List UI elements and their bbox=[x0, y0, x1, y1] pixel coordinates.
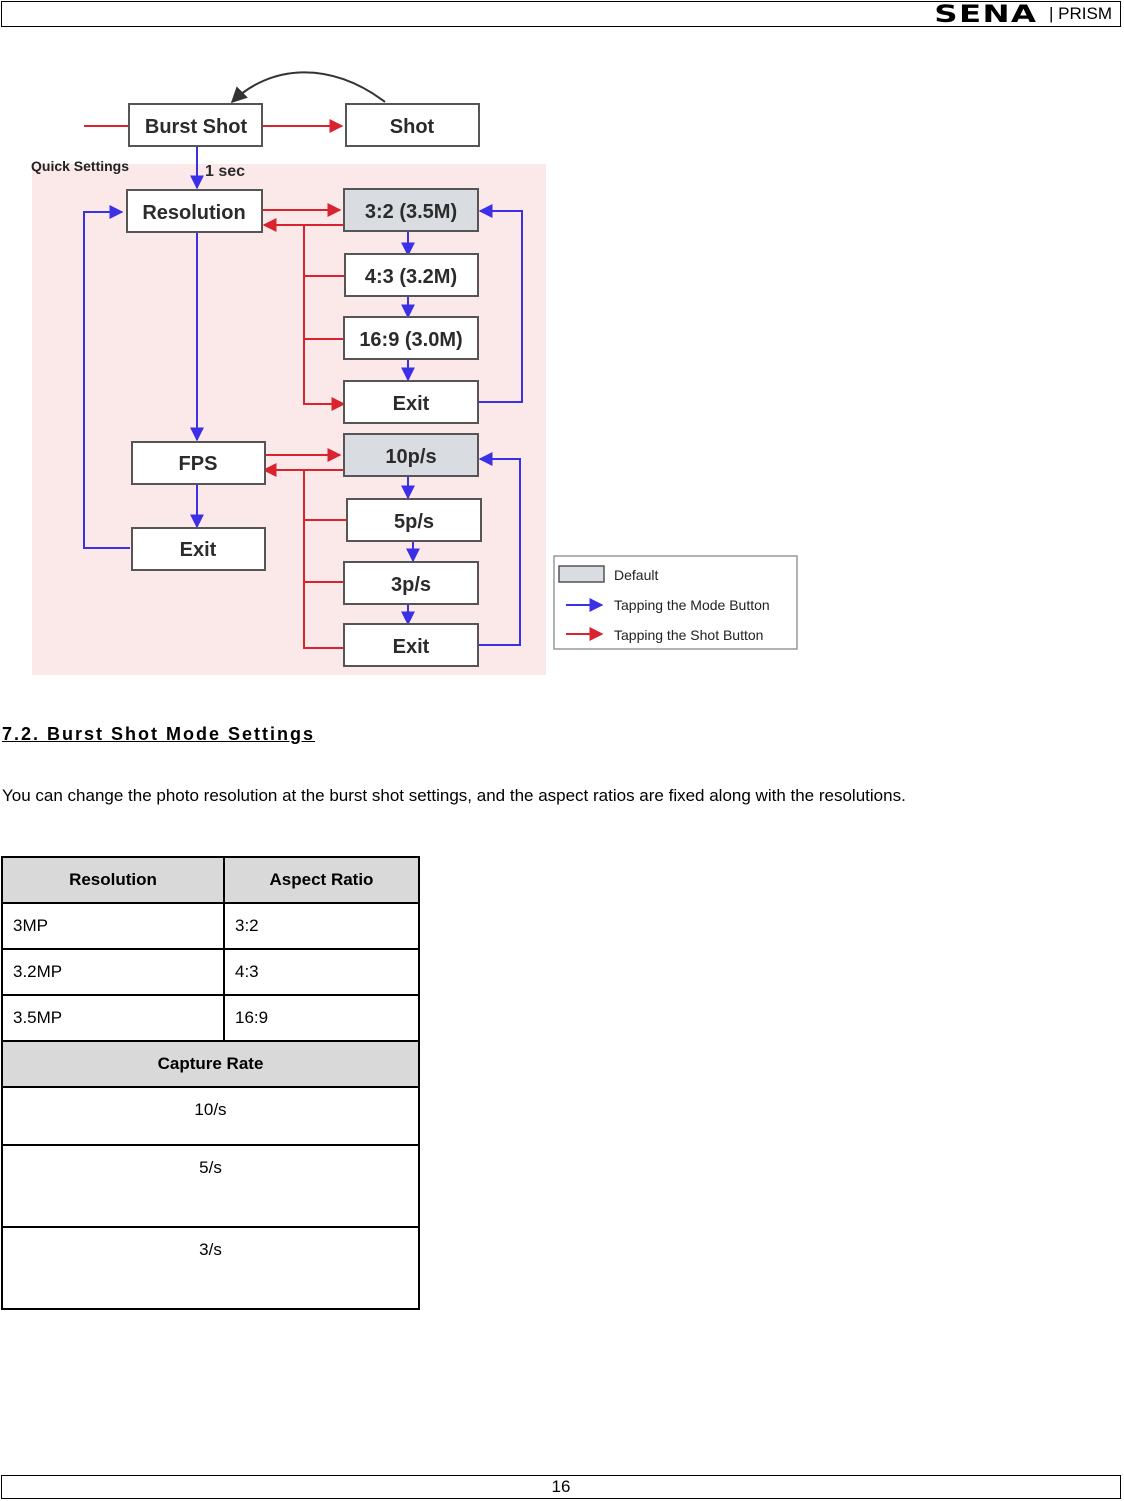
capture-rate-cell: 5/s bbox=[1, 1144, 420, 1228]
page-footer: 16 bbox=[1, 1475, 1121, 1499]
legend-default-label: Default bbox=[614, 567, 658, 583]
resolution-cell: 3MP bbox=[1, 902, 225, 950]
shot-box bbox=[345, 103, 480, 147]
res-16-9-box bbox=[343, 316, 479, 360]
legend-default-swatch bbox=[558, 565, 605, 583]
capture-rate-cell: 10/s bbox=[1, 1086, 420, 1146]
table-row: 3MP 3:2 bbox=[1, 902, 420, 950]
shot-label: Shot bbox=[390, 116, 435, 138]
fps-5-label: 5p/s bbox=[394, 511, 434, 533]
brand: SENA | PRISM bbox=[934, 2, 1112, 26]
capture-rate-row: 10/s bbox=[1, 1086, 420, 1146]
section-title: 7.2. Burst Shot Mode Settings bbox=[2, 724, 316, 744]
resolution-cell: 3.2MP bbox=[1, 948, 225, 996]
main-exit-label: Exit bbox=[180, 539, 217, 561]
resolution-label: Resolution bbox=[142, 202, 245, 224]
fps-10-box bbox=[343, 433, 479, 477]
page-header: SENA | PRISM bbox=[1, 1, 1121, 27]
delay-label: 1 sec bbox=[205, 163, 245, 180]
table-row: 3.2MP 4:3 bbox=[1, 948, 420, 996]
resolution-box bbox=[126, 189, 263, 233]
page-number: 16 bbox=[551, 1477, 571, 1496]
burst-shot-label: Burst Shot bbox=[145, 116, 248, 138]
table-row: 3.5MP 16:9 bbox=[1, 994, 420, 1042]
main-exit-box bbox=[131, 527, 266, 571]
capture-rate-header-row: Capture Rate bbox=[1, 1040, 420, 1088]
aspect-ratio-cell: 3:2 bbox=[223, 902, 420, 950]
section-body: You can change the photo resolution at t… bbox=[2, 786, 906, 805]
quick-settings-label: Quick Settings bbox=[31, 158, 129, 174]
res-4-3-label: 4:3 (3.2M) bbox=[365, 266, 457, 288]
legend-mode-label: Tapping the Mode Button bbox=[614, 597, 770, 613]
fps-5-box bbox=[346, 498, 482, 542]
capture-rate-header: Capture Rate bbox=[1, 1040, 420, 1088]
res-4-3-box bbox=[344, 253, 479, 297]
res-3-2-label: 3:2 (3.5M) bbox=[365, 201, 457, 223]
res-3-2-box bbox=[343, 188, 479, 232]
aspect-ratio-header: Aspect Ratio bbox=[223, 856, 420, 904]
fps-box bbox=[131, 441, 266, 485]
table-header-row: Resolution Aspect Ratio bbox=[1, 856, 420, 904]
aspect-ratio-cell: 4:3 bbox=[223, 948, 420, 996]
fps-3-label: 3p/s bbox=[391, 574, 431, 596]
burst-shot-flow-diagram: Quick Settings bbox=[31, 71, 798, 675]
fps-exit-box bbox=[343, 623, 479, 667]
capture-rate-row: 3/s bbox=[1, 1226, 420, 1310]
res-exit-box bbox=[343, 380, 479, 424]
mode-arrows bbox=[83, 144, 523, 646]
capture-rate-cell: 3/s bbox=[1, 1226, 420, 1310]
fps-exit-label: Exit bbox=[393, 636, 430, 658]
fps-3-box bbox=[343, 561, 479, 605]
fps-label: FPS bbox=[179, 453, 218, 475]
resolution-table: Resolution Aspect Ratio 3MP 3:2 3.2MP 4:… bbox=[1, 856, 420, 1310]
burst-shot-box bbox=[128, 103, 263, 147]
aspect-ratio-cell: 16:9 bbox=[223, 994, 420, 1042]
sena-logo: SENA bbox=[933, 0, 1038, 28]
resolution-cell: 3.5MP bbox=[1, 994, 225, 1042]
capture-rate-row: 5/s bbox=[1, 1144, 420, 1228]
return-to-burst-arrow bbox=[230, 71, 386, 104]
diagram-legend: Default Tapping the Mode Button Tapping … bbox=[553, 555, 798, 650]
res-16-9-label: 16:9 (3.0M) bbox=[359, 329, 462, 351]
fps-10-label: 10p/s bbox=[385, 446, 436, 468]
product-name: | PRISM bbox=[1049, 4, 1112, 23]
res-exit-label: Exit bbox=[393, 393, 430, 415]
resolution-header: Resolution bbox=[1, 856, 225, 904]
legend-shot-label: Tapping the Shot Button bbox=[614, 627, 763, 643]
shot-arrows bbox=[84, 119, 346, 649]
